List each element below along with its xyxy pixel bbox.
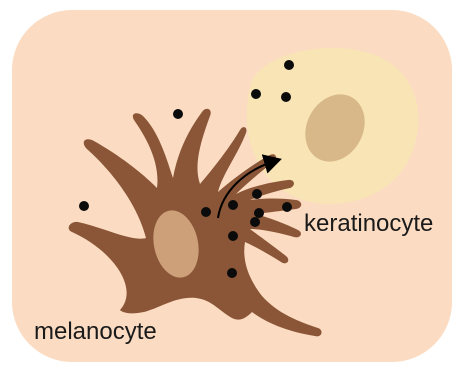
melanocyte-label: melanocyte bbox=[34, 318, 157, 345]
melanosome-dot bbox=[282, 202, 292, 212]
melanosome-dot bbox=[251, 89, 261, 99]
melanosome-dot bbox=[201, 207, 211, 217]
melanosome-dot bbox=[250, 217, 260, 227]
melanosome-dot bbox=[227, 268, 237, 278]
melanosome-dot bbox=[228, 231, 238, 241]
melanosome-dot bbox=[281, 92, 291, 102]
melanosome-dot bbox=[284, 60, 294, 70]
keratinocyte-label: keratinocyte bbox=[304, 210, 433, 237]
melanosome-dot bbox=[254, 208, 264, 218]
melanosome-dot bbox=[252, 189, 262, 199]
melanosome-dot bbox=[228, 200, 238, 210]
melanosome-dot bbox=[79, 201, 89, 211]
melanosome-dot bbox=[173, 109, 183, 119]
